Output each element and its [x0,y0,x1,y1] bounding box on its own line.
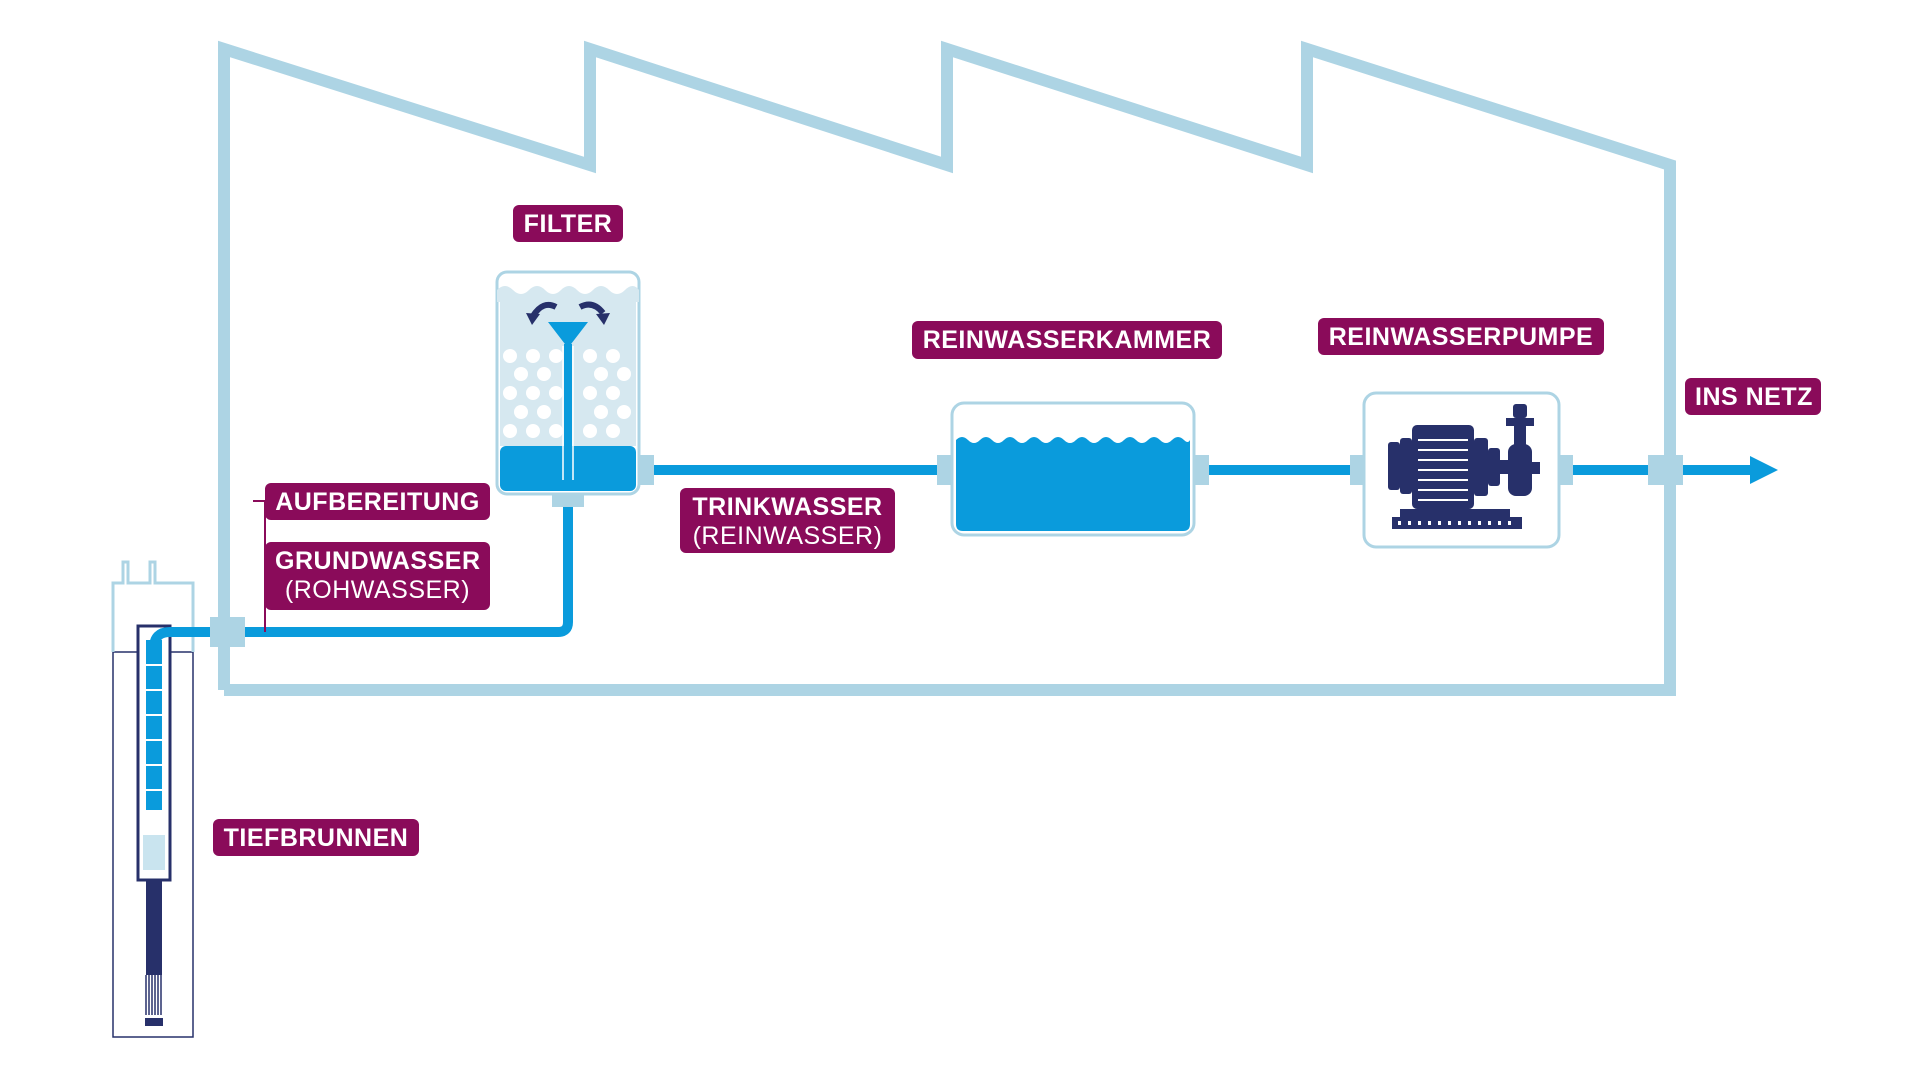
label-filter-text: FILTER [523,210,613,238]
label-grundwasser-sub: (ROHWASSER) [284,575,471,604]
aufbereitung-leader [253,500,266,632]
raw-water-pipe [149,498,573,650]
filter [495,270,654,507]
label-grundwasser-text: GRUNDWASSER [275,547,481,575]
label-ins-netz: INS NETZ [1685,378,1821,415]
deep-well [111,560,195,1038]
label-tiefbrunnen: TIEFBRUNNEN [213,819,419,856]
label-aufbereitung: AUFBEREITUNG [265,483,490,520]
label-grundwasser: GRUNDWASSER (ROHWASSER) [265,542,490,610]
label-reinwasserkammer: REINWASSERKAMMER [912,321,1222,359]
label-trinkwasser-text: TRINKWASSER [692,493,883,521]
clean-water-chamber [950,401,1209,537]
label-reinwasserkammer-text: REINWASSERKAMMER [922,326,1212,354]
label-ins-netz-text: INS NETZ [1695,383,1813,411]
label-trinkwasser: TRINKWASSER (REINWASSER) [680,488,895,553]
label-reinwasserpumpe: REINWASSERPUMPE [1318,318,1604,355]
label-tiefbrunnen-text: TIEFBRUNNEN [223,824,409,852]
label-filter: FILTER [513,205,623,242]
wall-coupling-left [210,617,245,647]
label-reinwasserpumpe-text: REINWASSERPUMPE [1328,323,1594,351]
label-aufbereitung-text: AUFBEREITUNG [275,488,480,516]
label-trinkwasser-sub: (REINWASSER) [692,521,883,550]
network-arrow-icon [1750,456,1778,484]
clean-water-pump [1362,391,1573,549]
wall-coupling-right [1648,455,1683,485]
building-outline [218,40,1676,696]
